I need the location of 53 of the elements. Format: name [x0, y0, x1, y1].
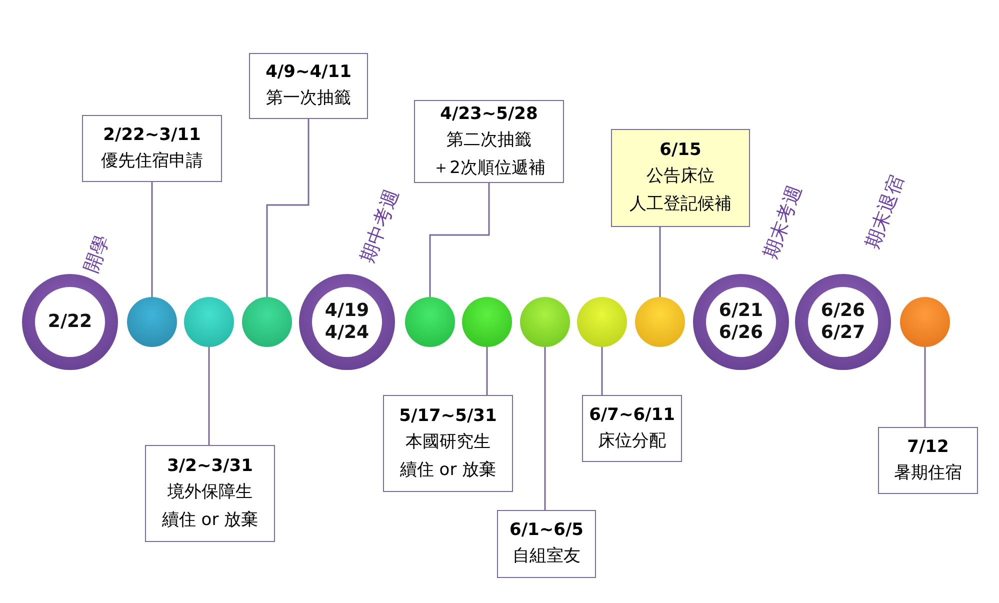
timeline-dot — [520, 297, 570, 347]
date-text: 6/26 6/27 — [820, 300, 866, 344]
connector-line — [266, 119, 310, 297]
date-range: 3/2~3/31 — [167, 454, 253, 478]
milestone-label: 期中考週 — [356, 186, 404, 266]
connector-line — [429, 183, 490, 297]
connector-line — [486, 347, 488, 395]
timeline-dot — [635, 297, 685, 347]
event-box — [414, 100, 564, 183]
timeline-dot — [405, 297, 455, 347]
connector-line — [208, 347, 210, 445]
milestone-label: 開學 — [80, 232, 114, 276]
event-box — [145, 445, 275, 542]
connector-line — [544, 347, 546, 510]
event-description: 第一次抽籤 — [266, 87, 351, 110]
connector-line — [601, 347, 603, 395]
date-range: 6/7~6/11 — [589, 404, 675, 426]
timeline-dot — [900, 297, 950, 347]
timeline-dot — [577, 297, 627, 347]
connector-line — [924, 347, 926, 427]
event-box — [611, 129, 750, 227]
event-description: 床位分配 — [598, 430, 666, 452]
timeline-dot — [127, 297, 177, 347]
event-box — [82, 115, 222, 182]
date-range: 6/15 — [660, 139, 702, 162]
event-description: 第二次抽籤＋2次順位遞補 — [432, 128, 546, 180]
date-text: 2/22 — [46, 311, 94, 333]
timeline-dot — [462, 297, 512, 347]
date-range: 6/1~6/5 — [510, 519, 584, 542]
event-box — [582, 395, 682, 462]
event-description: 本國研究生續住 or 放棄 — [400, 430, 496, 482]
event-box — [878, 427, 978, 494]
event-box — [383, 395, 513, 492]
date-range: 4/9~4/11 — [266, 61, 352, 84]
event-description: 公告床位人工登記候補 — [630, 165, 732, 216]
date-text: 6/21 6/26 — [718, 300, 764, 344]
connector-line — [151, 182, 153, 297]
timeline-dot — [242, 297, 292, 347]
date-range: 7/12 — [907, 436, 949, 458]
date-range: 5/17~5/31 — [399, 404, 497, 428]
milestone-label: 期末考週 — [760, 182, 806, 262]
event-box — [497, 510, 596, 578]
date-range: 2/22~3/11 — [103, 124, 201, 146]
event-description: 境外保障生續住 or 放棄 — [162, 480, 258, 532]
date-text: 4/19 4/24 — [324, 300, 370, 344]
milestone-label: 期末退宿 — [862, 172, 908, 252]
event-description: 暑期住宿 — [894, 462, 962, 484]
event-description: 優先住宿申請 — [101, 150, 203, 172]
connector-line — [659, 227, 661, 297]
event-box — [249, 53, 368, 119]
date-range: 4/23~5/28 — [440, 102, 538, 126]
event-description: 自組室友 — [512, 545, 580, 568]
timeline-dot — [184, 297, 234, 347]
